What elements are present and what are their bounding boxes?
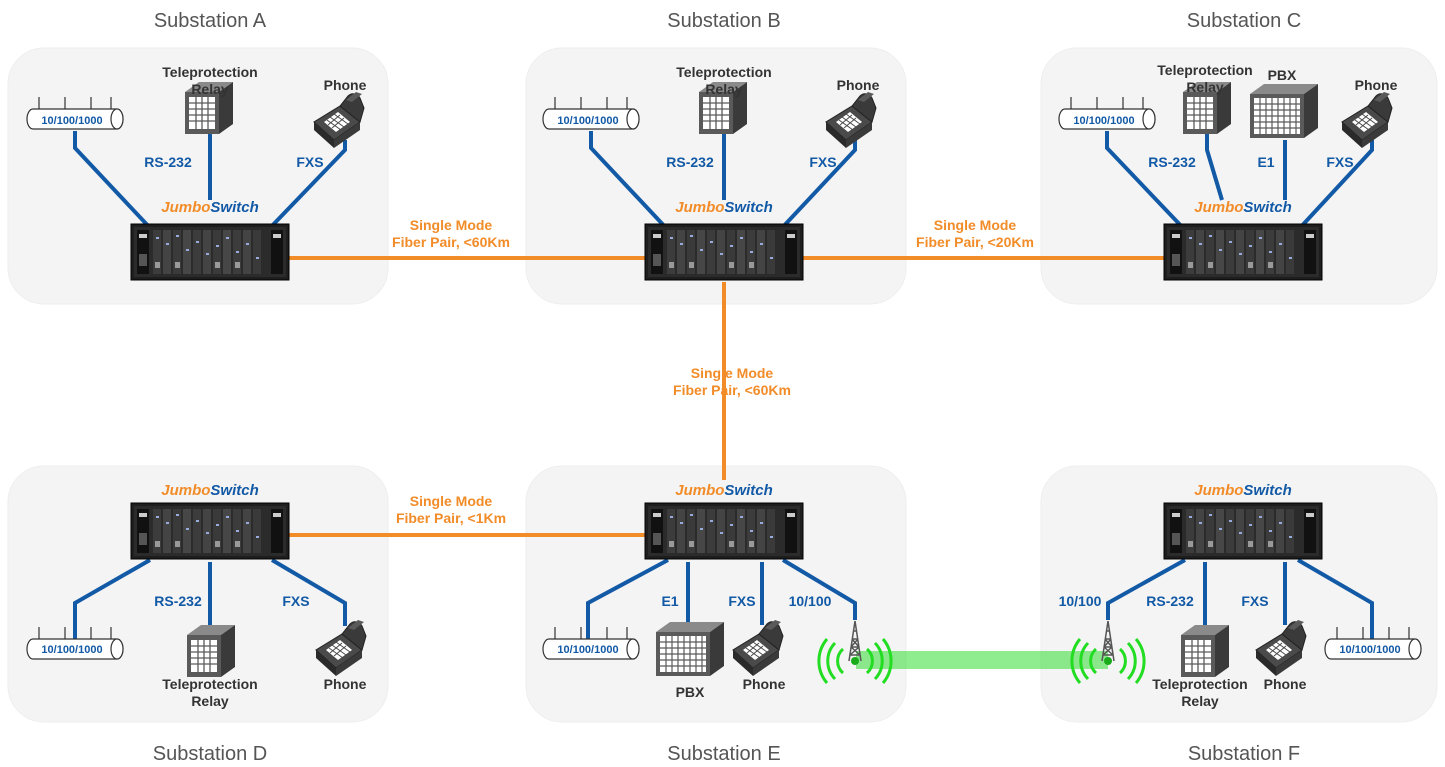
ethernet-cable — [73, 558, 151, 640]
e1-label: E1 — [1257, 154, 1274, 170]
relay-icon — [186, 624, 236, 678]
pbx-label: PBX — [676, 684, 705, 700]
fxs-label: FXS — [296, 154, 323, 170]
phone-label: Phone — [324, 77, 367, 93]
rs232-label: RS-232 — [1148, 154, 1196, 170]
fxs-cable — [266, 140, 347, 232]
pbx-icon — [655, 621, 725, 677]
ethernet-cable — [73, 131, 154, 232]
phone-label: Phone — [324, 676, 367, 692]
phone-label: Phone — [743, 676, 786, 692]
rs232-label: RS-232 — [1146, 593, 1194, 609]
pbx-label: PBX — [1268, 67, 1297, 83]
jumboswitch-chassis-icon — [1163, 223, 1323, 281]
ethernet-label: 10/100/1000 — [1073, 115, 1134, 127]
ethernet-label: 10/100/1000 — [1339, 644, 1400, 656]
ethernet-label: 10/100/1000 — [557, 115, 618, 127]
ethernet-label: 10/100/1000 — [557, 644, 618, 656]
rs232-label: RS-232 — [666, 154, 714, 170]
jumboswitch-chassis-icon — [1163, 502, 1323, 560]
substation-c-title: Substation C — [1187, 10, 1302, 32]
substation-d-title: Substation D — [153, 743, 268, 765]
radio-cable — [781, 558, 857, 620]
jumboswitch-logo: JumboSwitch — [1194, 482, 1292, 499]
jumboswitch-logo: JumboSwitch — [161, 482, 259, 499]
fxs-cable — [778, 140, 857, 232]
fxs-label: FXS — [809, 154, 836, 170]
radio-label: 10/100 — [789, 593, 832, 609]
jumboswitch-logo: JumboSwitch — [675, 482, 773, 499]
fxs-label: FXS — [1241, 593, 1268, 609]
jumboswitch-chassis-icon — [130, 223, 290, 281]
ethernet-cable — [1105, 131, 1187, 232]
substation-e-title: Substation E — [667, 743, 780, 765]
e1-label: E1 — [661, 593, 678, 609]
phone-label: Phone — [837, 77, 880, 93]
jumboswitch-logo: JumboSwitch — [675, 199, 773, 216]
ethernet-label: 10/100/1000 — [41, 115, 102, 127]
radio-label: 10/100 — [1059, 593, 1102, 609]
jumboswitch-chassis-icon — [644, 502, 804, 560]
fxs-label: FXS — [1326, 154, 1353, 170]
jumboswitch-chassis-icon — [130, 502, 290, 560]
jumboswitch-logo: JumboSwitch — [1194, 199, 1292, 216]
rs232-label: RS-232 — [154, 593, 202, 609]
substation-b-title: Substation B — [667, 10, 780, 32]
fxs-label: FXS — [282, 593, 309, 609]
substation-a-title: Substation A — [154, 10, 267, 32]
ethernet-cable — [586, 558, 669, 640]
jumboswitch-chassis-icon — [644, 223, 804, 281]
ethernet-cable — [1296, 558, 1374, 640]
ethernet-label: 10/100/1000 — [41, 644, 102, 656]
radio-cable — [1106, 558, 1186, 620]
jumboswitch-logo: JumboSwitch — [161, 199, 259, 216]
wireless-link-e-f — [856, 651, 1108, 669]
ethernet-cable — [589, 131, 670, 232]
pbx-icon — [1249, 83, 1319, 139]
fxs-cable — [1296, 140, 1374, 232]
phone-label: Phone — [1355, 77, 1398, 93]
substation-e: 10/100/1000 PBX Phone E1 FXS 10/100 Jumb… — [542, 482, 893, 700]
fxs-cable — [270, 558, 347, 626]
substation-f-title: Substation F — [1188, 743, 1300, 765]
fxs-label: FXS — [728, 593, 755, 609]
relay-icon — [1180, 624, 1230, 678]
phone-label: Phone — [1264, 676, 1307, 692]
rs232-label: RS-232 — [144, 154, 192, 170]
rs232-cable — [1205, 134, 1224, 201]
